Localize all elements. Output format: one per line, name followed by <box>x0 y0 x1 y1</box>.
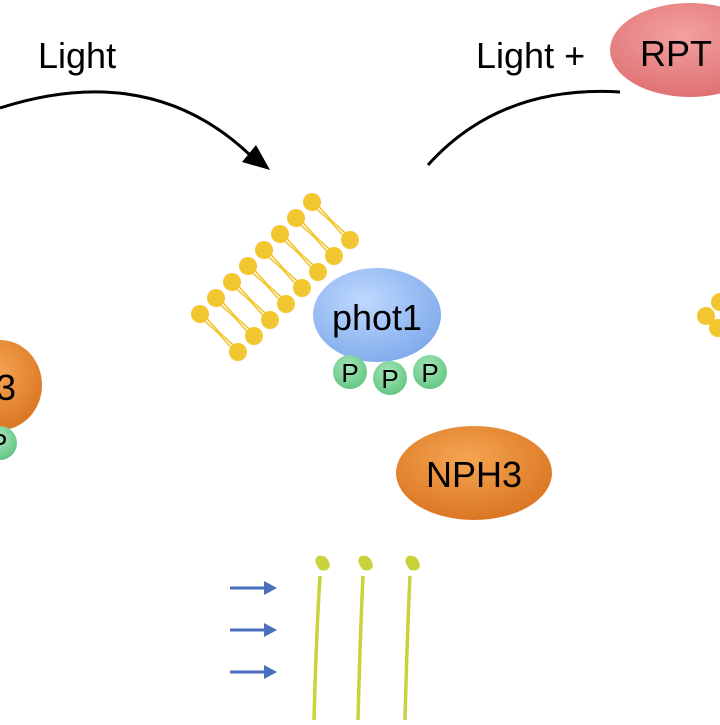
lipid-head <box>709 319 720 337</box>
lipid-head <box>255 241 273 259</box>
lipid-head <box>229 343 247 361</box>
lipid-head <box>271 225 289 243</box>
seedling-icon <box>356 555 373 721</box>
phospho-group: P <box>413 355 447 389</box>
lipid-head <box>303 193 321 211</box>
phospho-left-label: P <box>0 428 7 458</box>
lipid-head <box>293 279 311 297</box>
light-label-left: Light <box>38 35 116 76</box>
phospho-group-left: P <box>0 426 17 460</box>
lipid-head <box>245 327 263 345</box>
phot1-protein: phot1 <box>313 268 441 362</box>
curved-arrow-icon <box>0 90 270 170</box>
blue-arrow-icon <box>230 623 277 637</box>
phospho-label: P <box>341 358 358 388</box>
lipid-head <box>191 305 209 323</box>
rpt-label: RPT <box>640 33 712 74</box>
phospho-label: P <box>421 358 438 388</box>
lipid-head <box>325 247 343 265</box>
lipid-head <box>239 257 257 275</box>
seedling-icon <box>312 555 330 721</box>
nph3-label: NPH3 <box>426 454 522 495</box>
lipid-bilayer <box>191 193 359 361</box>
lipid-head <box>223 273 241 291</box>
phospho-label: P <box>381 364 398 394</box>
lipid-head <box>261 311 279 329</box>
lipid-head <box>309 263 327 281</box>
blue-arrow-icon <box>230 665 277 679</box>
phospho-group: P <box>373 361 407 395</box>
lipid-head <box>711 293 720 311</box>
lipid-head <box>697 307 715 325</box>
curved-arrow-icon <box>426 89 621 167</box>
phot1-label: phot1 <box>332 297 422 338</box>
phospho-group: P <box>333 355 367 389</box>
nph3-left-label: 3 <box>0 367 16 408</box>
lipid-head <box>207 289 225 307</box>
light-label-right: Light + <box>476 35 585 76</box>
lipid-head <box>277 295 295 313</box>
nph3-protein: NPH3 <box>396 426 552 520</box>
nph3-protein-left: 3 <box>0 340 42 430</box>
lipid-head <box>287 209 305 227</box>
lipid-bilayer-fragment <box>697 293 720 337</box>
lipid-head <box>341 231 359 249</box>
blue-arrow-icon <box>230 581 277 595</box>
seedling-icon <box>403 555 420 721</box>
rpt-protein: RPT <box>610 3 720 97</box>
